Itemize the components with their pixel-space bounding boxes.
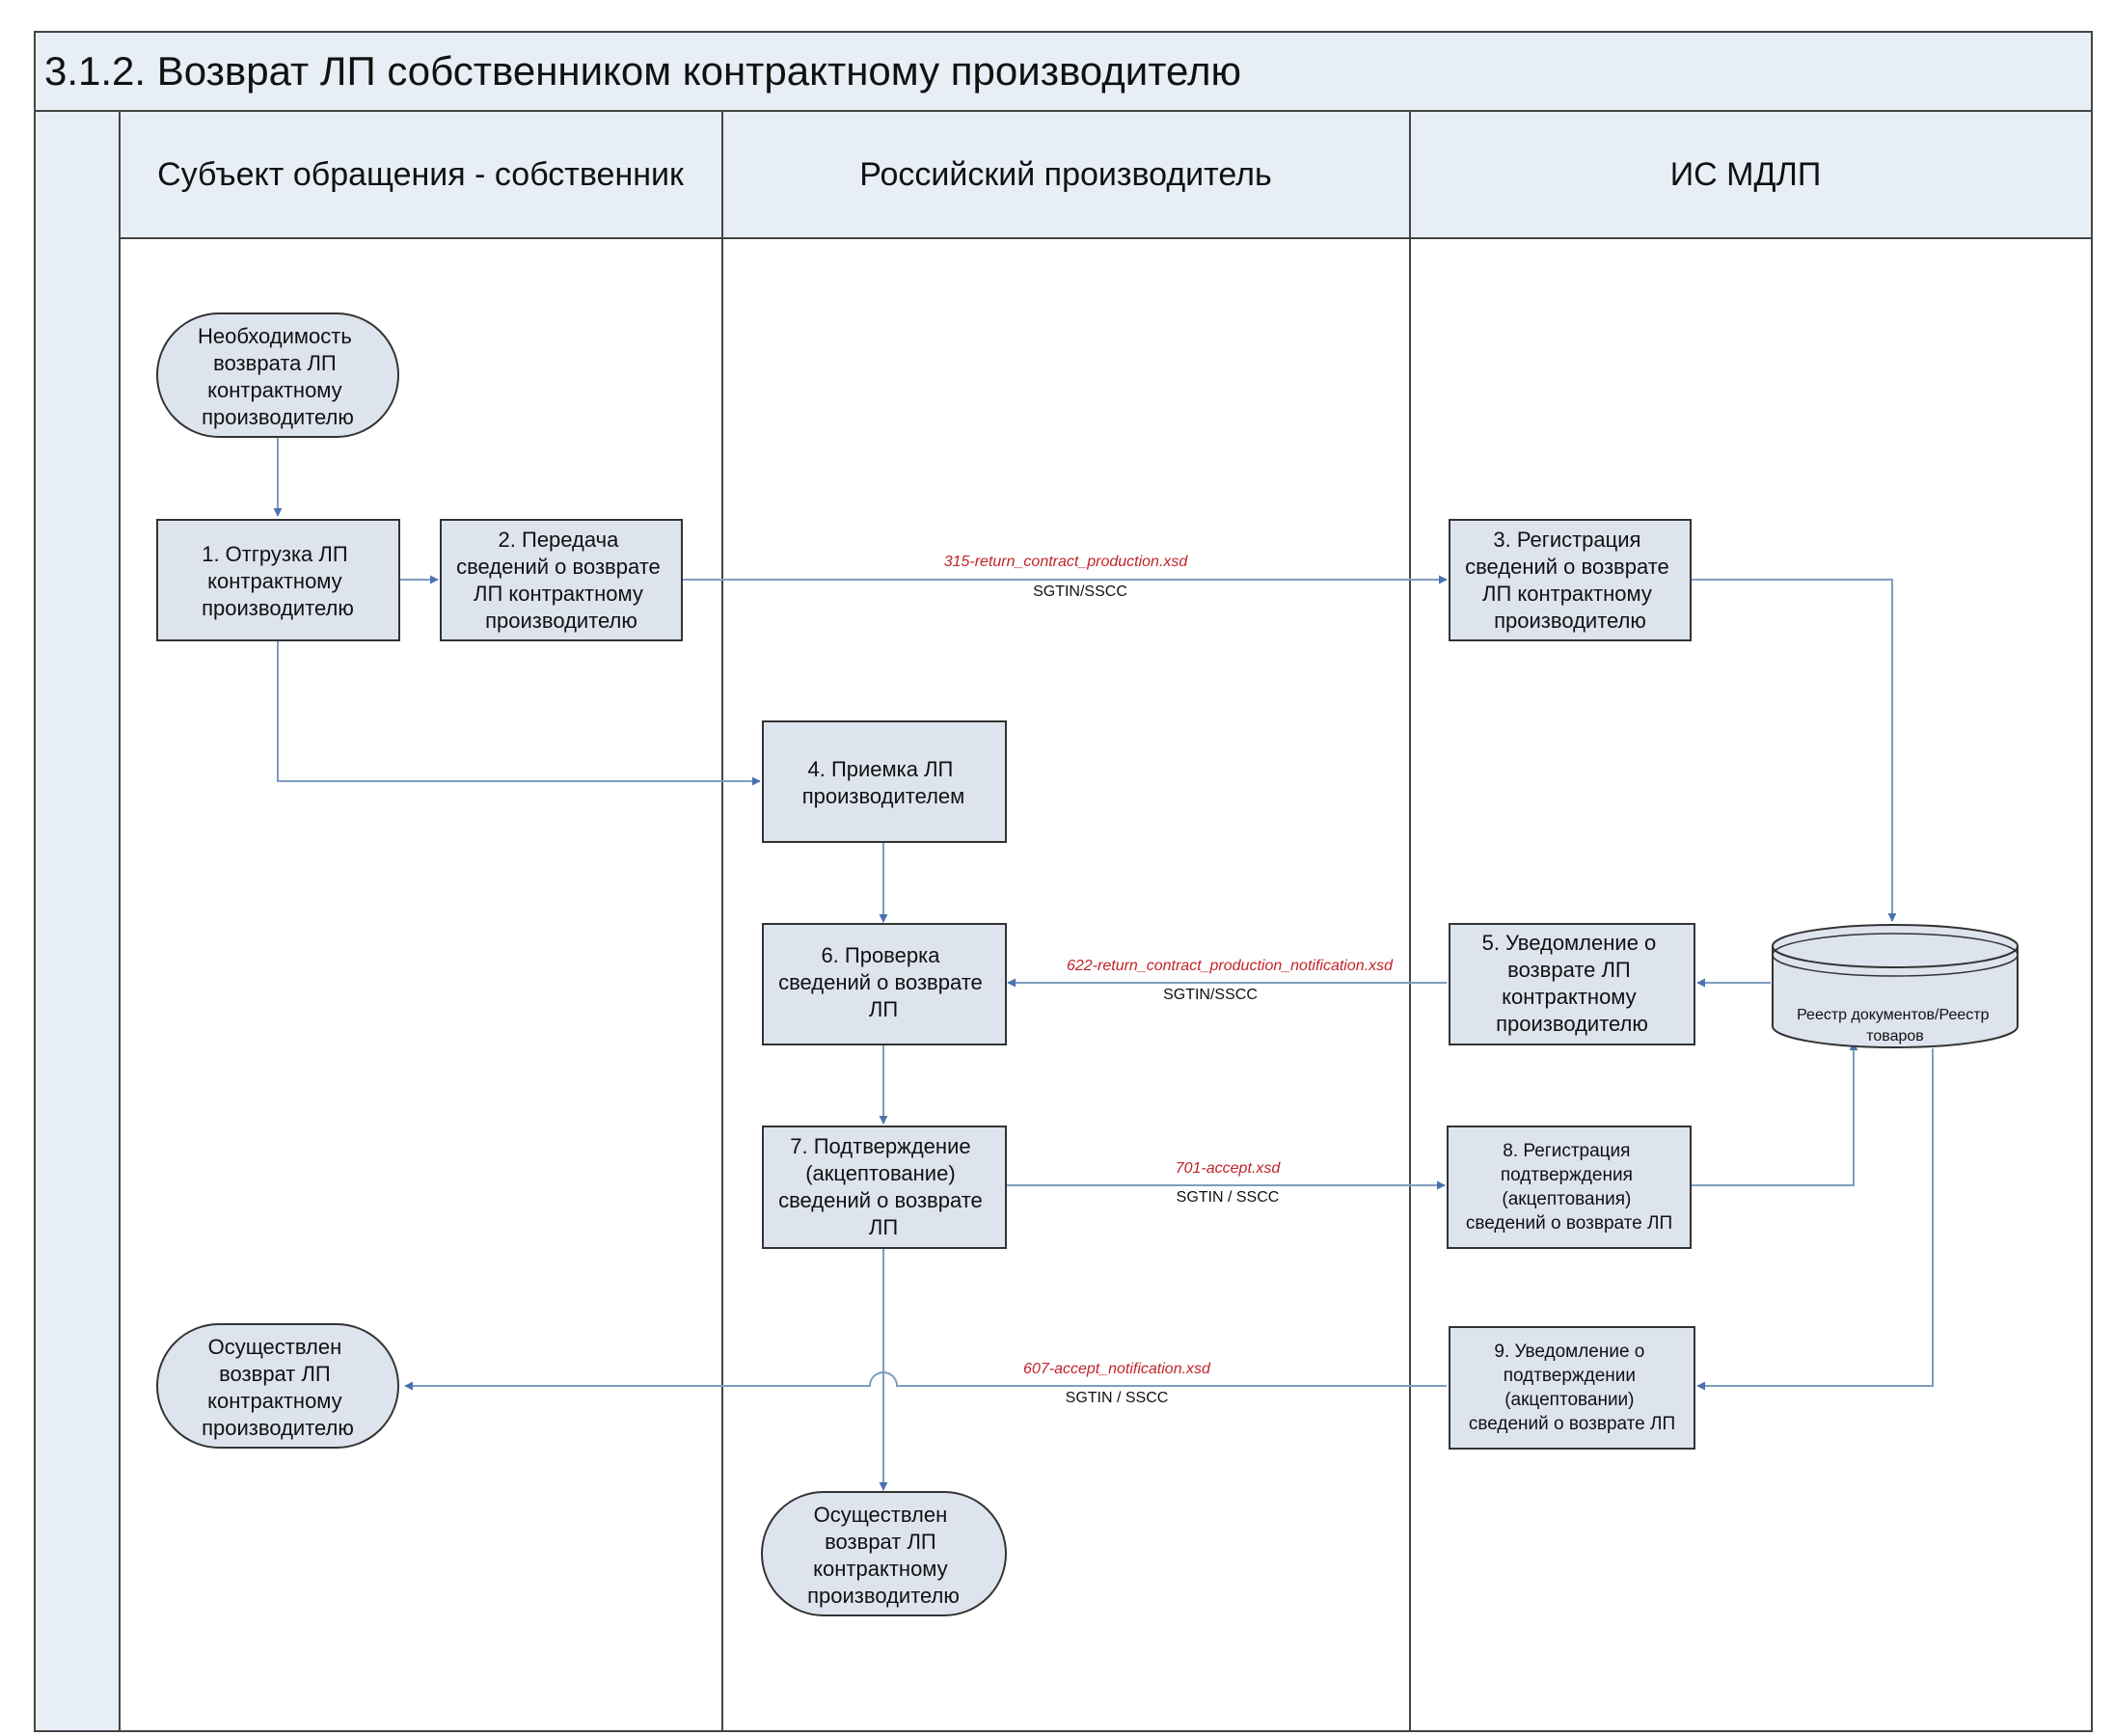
lane-header-band	[34, 110, 2093, 239]
svg-text:2. Передача сведений о воз: 2. Передача сведений о возврате ЛП контр…	[456, 528, 666, 633]
step-1-line: контрактному	[207, 569, 342, 593]
step-3-line: ЛП контрактному	[1482, 582, 1652, 606]
end-event-owner-line: контрактному	[207, 1389, 342, 1413]
registry-cylinder-rim	[1772, 933, 2019, 977]
lane-strip	[34, 110, 121, 1732]
step-2-line: 2. Передача	[499, 528, 620, 552]
step-6-line: сведений о возврате	[778, 970, 983, 994]
step-3-line: производителю	[1494, 609, 1646, 633]
registry-cylinder-body	[1772, 946, 2019, 1048]
msg-622-ids: SGTIN/SSCC	[1163, 987, 1258, 1003]
step-3-line: 3. Регистрация	[1493, 528, 1640, 552]
diagram-frame	[34, 31, 2093, 1732]
lane-header-producer: Российский производитель	[859, 156, 1271, 193]
end-event-owner-line: возврат ЛП	[219, 1362, 331, 1386]
svg-text:Осуществлен возврат ЛП: Осуществлен возврат ЛП контрактному прои…	[807, 1503, 960, 1608]
registry-label-line: товаров	[1866, 1028, 1924, 1044]
step-1-line: 1. Отгрузка ЛП	[202, 542, 347, 566]
step-8-line: подтверждения	[1501, 1165, 1633, 1185]
step-7-line: 7. Подтверждение	[790, 1134, 970, 1158]
title-band	[34, 31, 2093, 112]
step-8-box	[1447, 1126, 1692, 1249]
msg-622-schema: 622-return_contract_production_notificat…	[1067, 958, 1394, 974]
edge-n1-n4	[277, 640, 761, 786]
end-event-producer-line: возврат ЛП	[825, 1530, 936, 1554]
svg-text:6. Проверка сведений о воз: 6. Проверка сведений о возврате ЛП	[778, 943, 989, 1021]
step-9-line: подтверждении	[1504, 1366, 1636, 1386]
step-1-line: производителю	[202, 596, 354, 620]
start-event-line: контрактному	[207, 378, 342, 402]
end-event-producer	[761, 1491, 1007, 1616]
step-3-box	[1449, 519, 1692, 641]
end-event-owner-line: производителю	[202, 1416, 354, 1440]
step-3-line: сведений о возврате	[1465, 555, 1669, 579]
step-6-line: ЛП	[869, 997, 898, 1021]
start-event-line: Необходимость	[198, 324, 352, 348]
lane-header-mdlp: ИС МДЛП	[1670, 156, 1822, 193]
connectors	[273, 434, 1934, 1491]
svg-text:Реестр документов/Реестр т: Реестр документов/Реестр товаров	[1797, 1007, 1993, 1044]
step-5-line: 5. Уведомление о	[1482, 931, 1657, 955]
msg-701-schema: 701-accept.xsd	[1176, 1160, 1282, 1177]
diagram-title: 3.1.2. Возврат ЛП собственником контракт…	[44, 48, 1241, 94]
msg-315-ids: SGTIN/SSCC	[1033, 583, 1127, 600]
svg-text:Осуществлен возврат ЛП: Осуществлен возврат ЛП контрактному прои…	[202, 1335, 354, 1440]
step-6-line: 6. Проверка	[821, 943, 940, 967]
step-2-line: производителю	[485, 609, 637, 633]
end-event-owner-line: Осуществлен	[208, 1335, 342, 1359]
step-7-box	[762, 1126, 1007, 1249]
step-5-box	[1449, 923, 1695, 1045]
svg-text:7. Подтверждение (акцептов: 7. Подтверждение (акцептование) сведений…	[778, 1134, 989, 1239]
step-5-line: производителю	[1496, 1012, 1648, 1036]
step-7-line: (акцептование)	[805, 1161, 955, 1185]
step-9-box	[1449, 1326, 1695, 1450]
svg-text:5. Уведомление о возврате: 5. Уведомление о возврате ЛП контрактном…	[1482, 931, 1663, 1036]
edge-registry-n9	[1696, 1048, 1934, 1391]
step-9-line: 9. Уведомление о	[1494, 1342, 1644, 1362]
step-5-line: возврате ЛП	[1507, 958, 1631, 982]
step-1-box	[156, 519, 400, 641]
step-8-line: (акцептования)	[1502, 1189, 1631, 1209]
msg-701-ids: SGTIN / SSCC	[1177, 1189, 1280, 1206]
end-event-producer-line: производителю	[807, 1584, 960, 1608]
edge-n8-registry	[1691, 1042, 1858, 1186]
svg-text:3. Регистрация сведений о: 3. Регистрация сведений о возврате ЛП ко…	[1465, 528, 1675, 633]
step-2-box	[440, 519, 683, 641]
step-4-line: 4. Приемка ЛП	[808, 757, 954, 781]
lane-header-owner: Субъект обращения - собственник	[157, 156, 685, 193]
step-7-line: сведений о возврате	[778, 1188, 983, 1212]
step-9-line: сведений о возврате ЛП	[1469, 1414, 1675, 1434]
end-event-producer-line: контрактному	[813, 1557, 948, 1581]
step-9-line: (акцептовании)	[1504, 1390, 1634, 1410]
step-4-box	[762, 720, 1007, 843]
step-2-line: ЛП контрактному	[474, 582, 643, 606]
svg-text:9. Уведомление о подтвержд: 9. Уведомление о подтверждении (акцептов…	[1469, 1342, 1675, 1434]
edge-n3-registry	[1691, 579, 1897, 922]
svg-text:4. Приемка ЛП производител: 4. Приемка ЛП производителем	[802, 757, 965, 808]
msg-315-schema: 315-return_contract_production.xsd	[944, 554, 1189, 570]
step-2-line: сведений о возврате	[456, 555, 661, 579]
svg-text:Необходимость возврата ЛП: Необходимость возврата ЛП контрактному п…	[198, 324, 358, 429]
msg-607-schema: 607-accept_notification.xsd	[1023, 1361, 1211, 1377]
svg-text:8. Регистрация подтвержден: 8. Регистрация подтверждения (акцептован…	[1466, 1141, 1672, 1234]
start-event-line: возврата ЛП	[213, 351, 337, 375]
step-4-line: производителем	[802, 784, 965, 808]
msg-607-ids: SGTIN / SSCC	[1066, 1390, 1169, 1406]
end-event-producer-line: Осуществлен	[814, 1503, 948, 1527]
registry-cylinder-top	[1772, 924, 2019, 968]
end-event-owner	[156, 1323, 399, 1449]
step-7-line: ЛП	[869, 1215, 898, 1239]
start-event-line: производителю	[202, 405, 354, 429]
step-8-line: 8. Регистрация	[1503, 1141, 1630, 1161]
svg-text:1. Отгрузка ЛП контрактном: 1. Отгрузка ЛП контрактному производител…	[202, 542, 354, 620]
registry-database	[1772, 924, 2019, 1048]
step-5-line: контрактному	[1502, 985, 1637, 1009]
step-6-box	[762, 923, 1007, 1045]
registry-label-line: Реестр документов/Реестр	[1797, 1007, 1989, 1023]
start-event	[156, 312, 399, 438]
step-8-line: сведений о возврате ЛП	[1466, 1213, 1672, 1234]
